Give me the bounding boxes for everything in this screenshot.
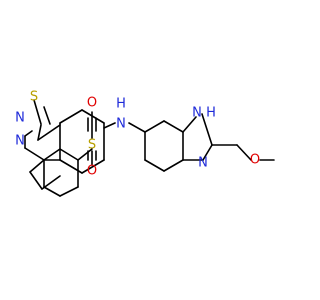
atom-n-thiadiazole-top: N — [15, 111, 25, 126]
molecule-structure: S N N S O O N H N H N O — [15, 90, 275, 197]
atom-nh-amide: N — [116, 117, 126, 132]
atom-o-methoxy: O — [250, 153, 260, 168]
atom-n-imidazole-bottom: N — [198, 156, 208, 171]
atom-labels: S N N S O O N H N H N O — [15, 90, 260, 179]
atom-h-imidazole: H — [206, 106, 216, 121]
atom-s-thiadiazole: S — [30, 90, 38, 105]
bonds — [24, 99, 275, 197]
atom-n-imidazole-top: N — [192, 106, 202, 121]
atom-h-amide: H — [116, 97, 126, 112]
atom-n-thiadiazole-bottom: N — [15, 134, 25, 149]
atom-o-sulfonyl-bottom: O — [87, 164, 97, 179]
atom-o-sulfonyl-top: O — [87, 96, 97, 111]
atom-s-sulfonyl: S — [88, 138, 96, 153]
